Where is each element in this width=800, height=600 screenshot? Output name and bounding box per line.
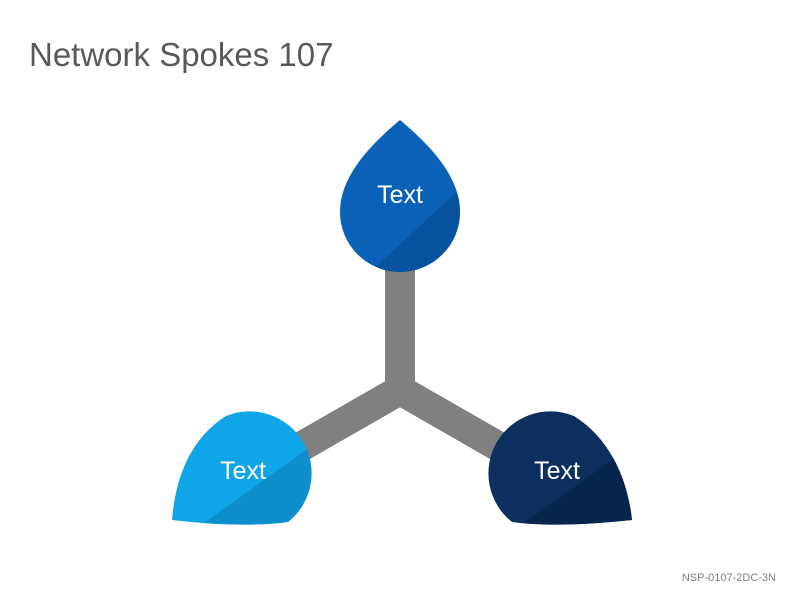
node-bottom-left-label: Text [220,457,266,485]
node-bottom-right-label: Text [534,457,580,485]
slide-title: Network Spokes 107 [29,36,334,73]
node-bottom-left-shading [180,440,312,525]
node-bottom-left[interactable]: Text [172,411,320,540]
node-bottom-right-shading [500,440,632,525]
node-top-label: Text [377,181,423,209]
slide-code: NSP-0107-2DC-3N [681,572,776,584]
connectors [270,262,530,474]
node-bottom-right[interactable]: Text [488,411,640,540]
